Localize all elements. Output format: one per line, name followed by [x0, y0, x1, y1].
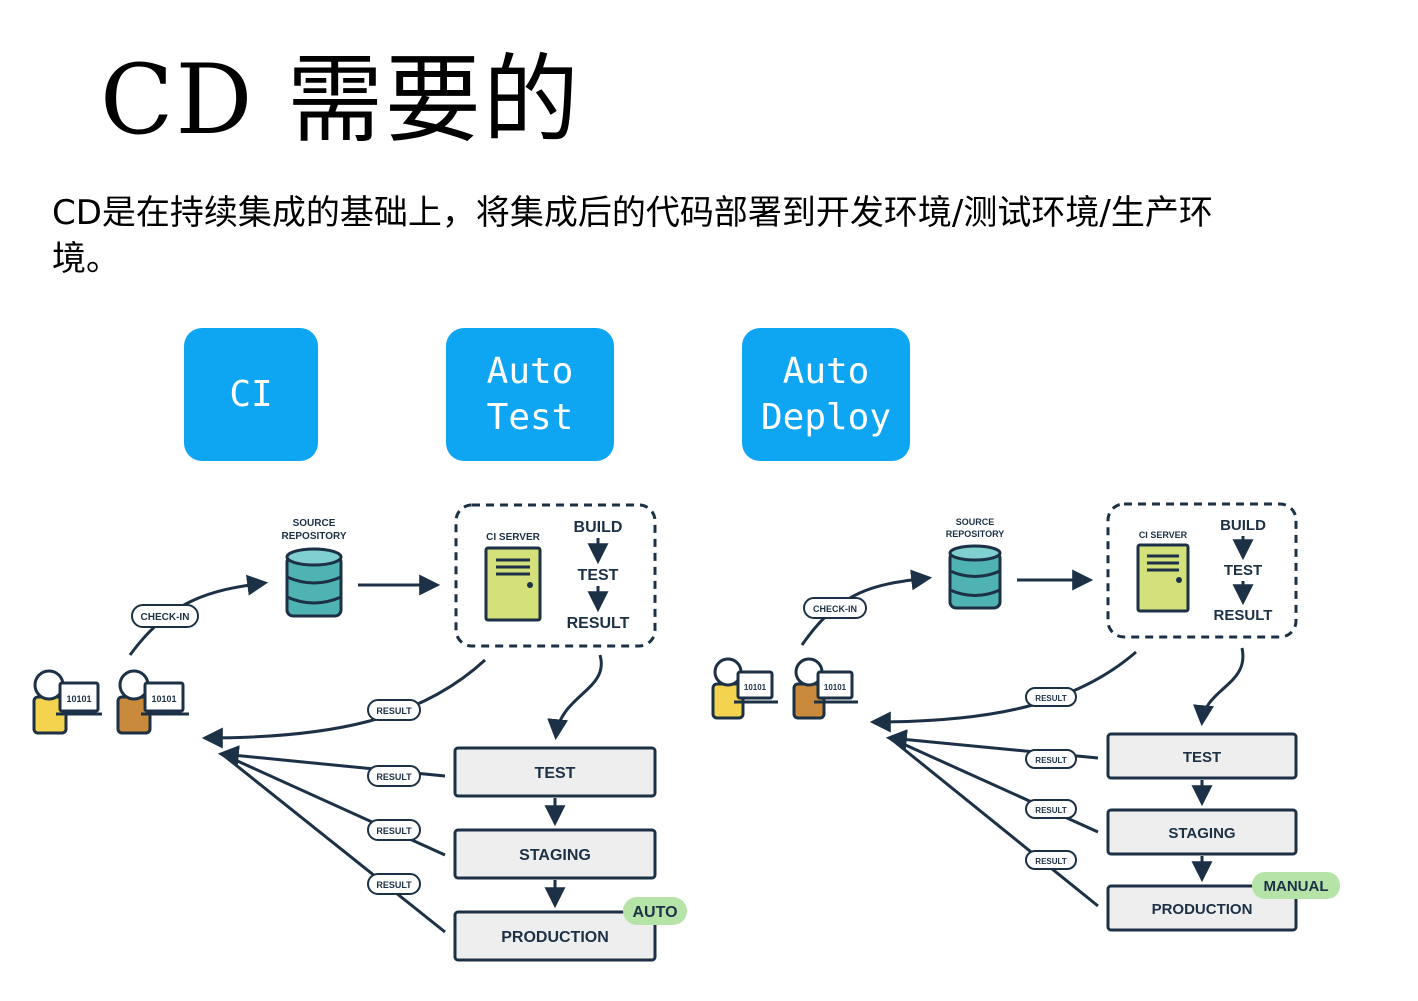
source-repo-label-2: REPOSITORY	[946, 529, 1005, 539]
result-pill	[1025, 850, 1077, 870]
checkin-label: CHECK-IN	[813, 604, 857, 614]
checkin-arrow	[800, 569, 933, 646]
manual-badge	[1252, 872, 1340, 899]
result-pill	[367, 819, 421, 841]
result-pill	[1025, 799, 1077, 819]
ci-result-arrow	[201, 658, 487, 749]
stage-production-label: PRODUCTION	[501, 929, 609, 946]
result-pill-label: RESULT	[376, 706, 412, 716]
auto-deploy-line-2: Deploy	[760, 396, 892, 438]
code-label: 10101	[66, 694, 91, 704]
ci-server-container	[454, 503, 657, 648]
result-pill-label: RESULT	[1035, 857, 1067, 866]
auto-badge-label: AUTO	[632, 904, 677, 921]
stage-test-box	[453, 746, 657, 798]
stage-test-label: TEST	[535, 765, 576, 782]
result-pill-label: RESULT	[376, 826, 412, 836]
checkin-label: CHECK-IN	[141, 612, 190, 623]
ci-server-container	[1106, 502, 1298, 639]
result-pill	[1025, 749, 1077, 769]
ci-server-label: CI SERVER	[486, 532, 540, 543]
stage-production-box	[453, 910, 657, 962]
slide-title: CD 需要的	[100, 44, 581, 156]
stage-production-label: PRODUCTION	[1152, 901, 1253, 918]
result-pill-label: RESULT	[1035, 694, 1067, 703]
result-pill	[367, 873, 421, 895]
ci-to-test-arrow	[1193, 647, 1245, 727]
manual-badge-label: MANUAL	[1264, 878, 1329, 895]
slide-description: CD是在持续集成的基础上，将集成后的代码部署到开发环境/测试环境/生产环境。	[52, 193, 1213, 279]
auto-test-line-1: Auto	[486, 350, 574, 392]
production-result-arrow	[221, 752, 446, 934]
stage-staging-box	[453, 828, 657, 880]
checkin-pill	[803, 597, 867, 619]
auto-test-line-2: Test	[486, 396, 574, 438]
stage-production-box	[1106, 884, 1298, 932]
developer-icon: 10101	[116, 669, 189, 735]
server-icon	[1136, 543, 1190, 613]
ci-result-arrow	[869, 650, 1137, 733]
source-repo-label-1: SOURCE	[956, 517, 995, 527]
result-pill	[367, 699, 421, 721]
stage-staging-label: STAGING	[519, 847, 591, 864]
ci-tag: CI	[184, 328, 318, 461]
auto-deploy-line-1: Auto	[782, 350, 870, 392]
stage-test-label: TEST	[1183, 749, 1221, 766]
ci-server-label: CI SERVER	[1139, 530, 1188, 540]
test-label: TEST	[1224, 562, 1262, 579]
code-label: 10101	[744, 683, 767, 692]
developer-icon: 10101	[32, 669, 102, 735]
database-icon	[285, 547, 343, 618]
stage-staging-box	[1106, 808, 1298, 856]
code-label: 10101	[824, 683, 847, 692]
checkin-arrow	[128, 574, 269, 656]
diagram-right: 10101 10101 CHECK-IN SOURCE REPOSITORY C…	[711, 502, 1340, 932]
result-label: RESULT	[1214, 607, 1273, 624]
result-pill	[1025, 687, 1077, 707]
auto-deploy-tag: Auto Deploy	[742, 328, 910, 461]
result-pill-label: RESULT	[1035, 806, 1067, 815]
ci-tag-label: CI	[229, 373, 273, 415]
code-label: 10101	[151, 694, 176, 704]
stage-test-box	[1106, 732, 1298, 780]
database-icon	[948, 544, 1002, 610]
build-label: BUILD	[574, 519, 623, 536]
result-label: RESULT	[567, 615, 630, 632]
server-icon	[484, 546, 542, 622]
result-pill-label: RESULT	[376, 772, 412, 782]
developer-icon: 10101	[792, 657, 858, 720]
developer-icon: 10101	[711, 657, 778, 720]
diagram-left: 10101 10101 CHECK-IN SOURCE REPOSITORY C…	[32, 503, 687, 962]
ci-to-test-arrow	[547, 654, 603, 741]
checkin-pill	[131, 604, 199, 628]
auto-test-tag: Auto Test	[446, 328, 614, 461]
source-repo-label-1: SOURCE	[293, 518, 336, 529]
auto-badge	[623, 897, 687, 925]
test-label: TEST	[578, 567, 619, 584]
stage-staging-label: STAGING	[1168, 825, 1235, 842]
result-pill	[367, 765, 421, 787]
production-result-arrow	[889, 736, 1099, 908]
result-pill-label: RESULT	[376, 880, 412, 890]
result-pill-label: RESULT	[1035, 756, 1067, 765]
source-repo-label-2: REPOSITORY	[281, 531, 346, 542]
build-label: BUILD	[1220, 517, 1266, 534]
